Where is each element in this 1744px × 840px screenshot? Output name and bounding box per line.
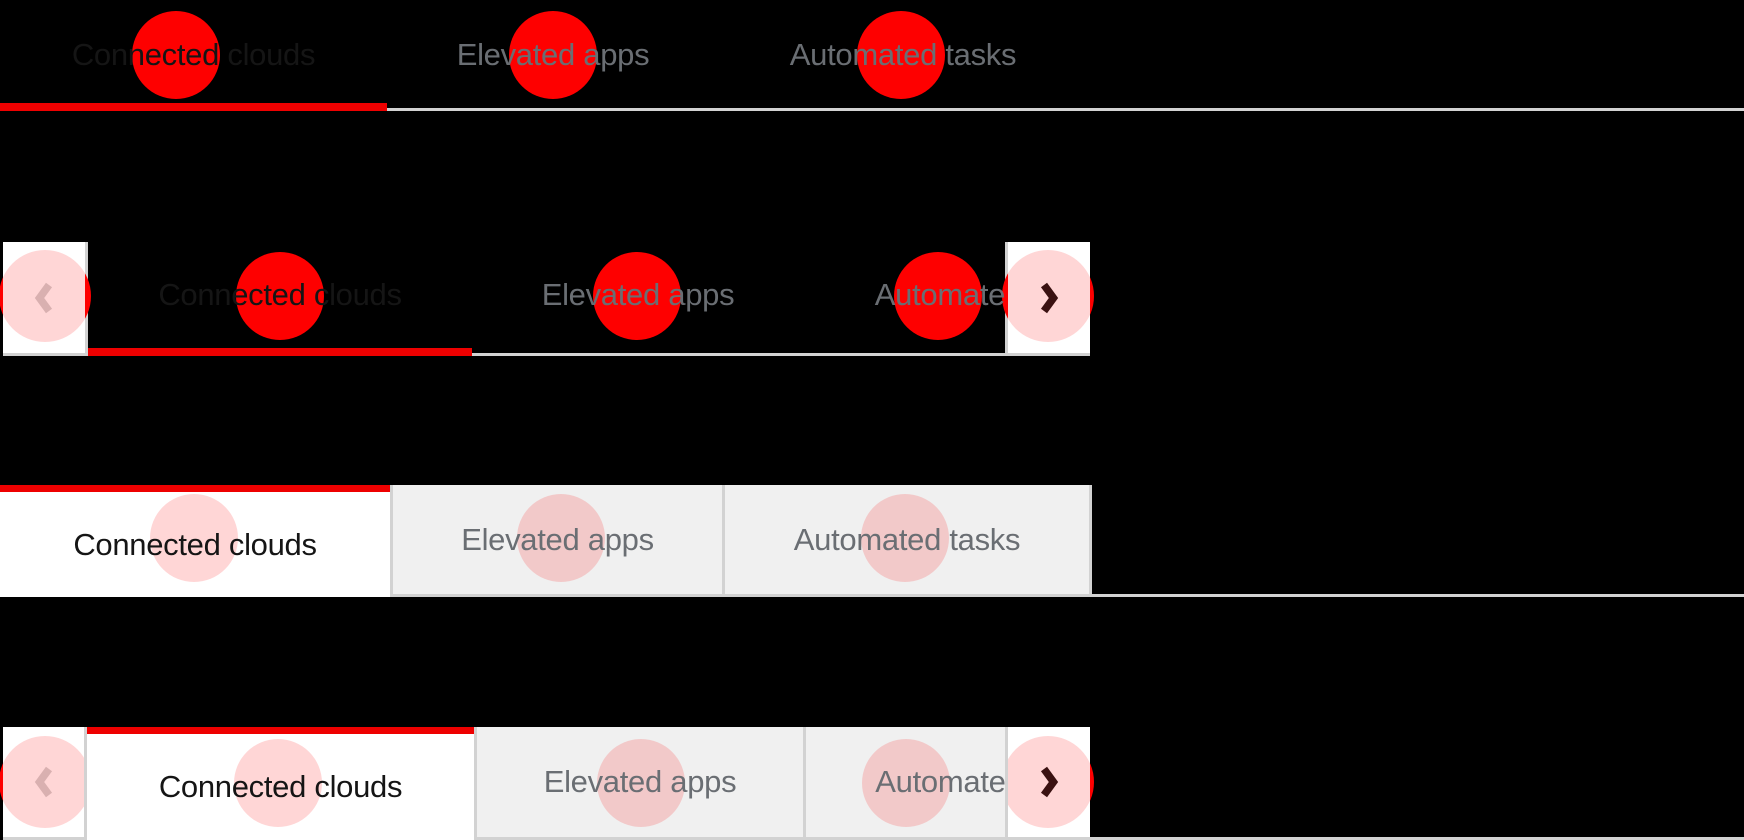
tabs-underline-scrollable: Connected clouds Elevated apps Automated… — [0, 242, 1744, 356]
tab-label: Elevated apps — [543, 764, 737, 799]
scroll-left-button[interactable] — [3, 242, 85, 353]
tab-elevated-apps[interactable]: Elevated apps — [387, 0, 719, 103]
tab-elevated-apps[interactable]: Elevated apps — [390, 485, 722, 597]
tabs-bottom-border — [1090, 837, 1744, 840]
tabs-viewport: Connected clouds Elevated apps Automated… — [88, 242, 1005, 348]
tab-elevated-apps[interactable]: Elevated apps — [472, 242, 804, 348]
tab-label: Connected clouds — [158, 769, 403, 804]
tab-elevated-apps[interactable]: Elevated apps — [474, 727, 803, 840]
angle-right-icon — [1040, 282, 1059, 313]
scroll-button-border — [1005, 837, 1090, 840]
tab-label: Automated tasks — [793, 521, 1021, 557]
click-indicator — [234, 739, 322, 827]
tab-automated-tasks[interactable]: Automated tasks — [722, 485, 1092, 597]
active-tab-underline — [88, 348, 472, 356]
tab-label: Connected clouds — [73, 526, 317, 562]
tabs-box-scrollable: Connected clouds Elevated apps Automated… — [0, 727, 1744, 840]
scroll-right-button[interactable] — [1008, 727, 1090, 837]
click-indicator — [509, 11, 597, 99]
click-indicator — [597, 739, 685, 827]
click-indicator — [1008, 736, 1090, 828]
tab-label: Connected clouds — [158, 277, 402, 312]
click-indicator — [517, 494, 605, 582]
tabs-box: Connected clouds Elevated apps Automated… — [0, 485, 1744, 600]
tab-label: Elevated apps — [456, 36, 650, 72]
tab-label: Automated tasks — [789, 36, 1017, 72]
scroll-button-border — [3, 837, 87, 840]
angle-left-icon — [34, 282, 53, 313]
click-indicator — [593, 252, 681, 340]
angle-right-icon — [1040, 766, 1059, 798]
click-indicator — [857, 11, 945, 99]
tab-automated-tasks[interactable]: Automated tasks — [719, 0, 1087, 103]
tabs-viewport: Connected clouds Elevated apps Automated… — [87, 727, 1008, 840]
click-indicator — [861, 494, 949, 582]
click-indicator — [894, 252, 982, 340]
tab-label: Automated tasks — [875, 764, 1008, 799]
tab-label: Connected clouds — [71, 36, 316, 72]
tabs-underline: Connected clouds Elevated apps Automated… — [0, 0, 1744, 111]
tabs-bottom-border — [472, 353, 1005, 356]
click-indicator — [3, 736, 84, 828]
click-indicator — [132, 11, 220, 99]
scroll-button-border — [3, 353, 88, 356]
click-indicator — [3, 250, 85, 342]
click-indicator — [862, 739, 950, 827]
click-indicator — [150, 494, 238, 582]
tab-label: Elevated apps — [461, 521, 654, 557]
click-indicator — [1008, 250, 1090, 342]
tab-connected-clouds[interactable]: Connected clouds — [87, 727, 474, 840]
scroll-right-button[interactable] — [1008, 242, 1090, 353]
tab-label: Elevated apps — [541, 277, 735, 312]
tab-automated-tasks[interactable]: Automated tasks — [803, 727, 1008, 840]
active-tab-underline — [0, 103, 387, 111]
click-indicator — [236, 252, 324, 340]
tab-connected-clouds[interactable]: Connected clouds — [0, 485, 390, 597]
tabs-bottom-border — [387, 108, 1744, 111]
tab-connected-clouds[interactable]: Connected clouds — [0, 0, 387, 103]
scroll-button-border — [1005, 727, 1008, 837]
angle-left-icon — [34, 766, 52, 798]
tabs-bottom-border — [1092, 594, 1744, 597]
tab-connected-clouds[interactable]: Connected clouds — [88, 242, 472, 348]
scroll-left-button[interactable] — [3, 727, 84, 837]
tab-label: Automated tasks — [874, 277, 1005, 312]
scroll-button-border — [84, 727, 87, 837]
scroll-button-border — [1005, 353, 1090, 356]
tab-automated-tasks[interactable]: Automated tasks — [804, 242, 1005, 348]
